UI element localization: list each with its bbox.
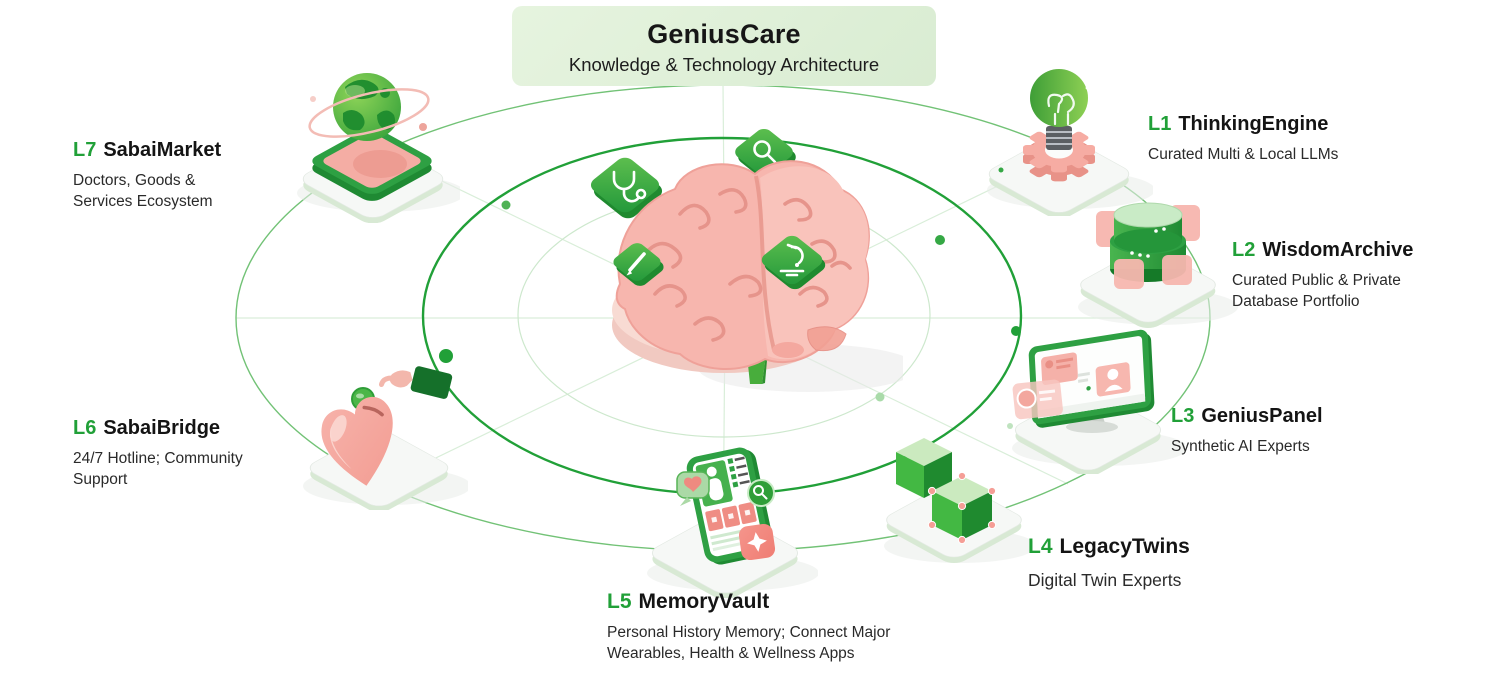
diagram-title: GeniusCare [647, 19, 801, 49]
search-badge-icon [747, 479, 775, 507]
pencil-tile [613, 243, 664, 286]
orbit-ring-pink [308, 88, 430, 138]
title-card: GeniusCare Knowledge & Technology Archit… [512, 6, 936, 86]
cube-bottom [927, 471, 997, 545]
layer-id: L2 [1232, 239, 1256, 261]
brain-illustration [615, 160, 870, 370]
label-l2: L2 WisdomArchive Curated Public & Private… [1232, 239, 1432, 313]
diagram-subtitle: Knowledge & Technology Architecture [568, 54, 880, 75]
layer-name: SabaiBridge [103, 417, 221, 439]
digital-twin-cubes-icon [868, 428, 1033, 578]
label-l7: L7 SabaiMarket Doctors, Goods & Services … [73, 139, 243, 213]
layer-description: Digital Twin Experts [1028, 570, 1182, 590]
layer-id: L5 [607, 590, 632, 613]
layer-id: L7 [73, 139, 97, 161]
lightbulb-gear-icon [983, 48, 1153, 216]
layer-title: L2 WisdomArchive [1232, 239, 1432, 262]
layer-description: Personal History Memory; Connect Major W… [607, 624, 891, 662]
medical-star-badge-icon [738, 523, 776, 561]
layer-title: L6 SabaiBridge [73, 417, 243, 440]
cube-top [896, 438, 952, 498]
layer-title: L5 MemoryVault [607, 590, 932, 614]
layer-name: LegacyTwins [1059, 535, 1190, 558]
layer-name: GeniusPanel [1201, 405, 1323, 427]
layer-title: L1 ThinkingEngine [1148, 113, 1338, 136]
orbit-dots [439, 200, 1021, 402]
layer-id: L4 [1028, 535, 1053, 558]
layer-description: Curated Public & Private Database Portfo… [1232, 272, 1401, 310]
green-bulb [1030, 69, 1088, 127]
layer-name: ThinkingEngine [1178, 113, 1329, 135]
database-icon [1068, 185, 1238, 335]
label-l5: L5 MemoryVault Personal History Memory; C… [607, 590, 932, 665]
label-l4: L4 LegacyTwins Digital Twin Experts [1028, 535, 1190, 592]
layer-title: L3 GeniusPanel [1171, 405, 1323, 428]
layer-name: MemoryVault [638, 590, 770, 613]
layer-title: L7 SabaiMarket [73, 139, 243, 162]
heart-donation-icon [293, 352, 468, 510]
layer-name: WisdomArchive [1262, 239, 1414, 261]
layer-id: L3 [1171, 405, 1195, 427]
layer-description: Curated Multi & Local LLMs [1148, 146, 1339, 163]
pencil-icon [626, 252, 646, 276]
floating-expert-card [1012, 379, 1063, 420]
label-l1: L1 ThinkingEngine Curated Multi & Local L… [1148, 113, 1338, 166]
donation-heart [321, 396, 393, 486]
health-app-phone [686, 447, 774, 565]
stethoscope-icon [612, 170, 647, 203]
layer-name: SabaiMarket [103, 139, 222, 161]
globe-phone-icon [285, 55, 460, 223]
layer-description: Doctors, Goods & Services Ecosystem [73, 172, 213, 210]
layer-id: L1 [1148, 113, 1172, 135]
brain-center-illustration [558, 118, 903, 426]
microscope-icon [779, 243, 805, 277]
giving-hand [378, 366, 453, 399]
sparkle [1082, 71, 1103, 91]
layer-description: 24/7 Hotline; Community Support [73, 450, 243, 488]
layer-title: L4 LegacyTwins [1028, 535, 1190, 559]
monitor-ai-experts-icon [1000, 322, 1185, 474]
phone-on-tile [312, 128, 432, 201]
heart-chat-bubble-icon [676, 471, 710, 506]
layer-id: L6 [73, 417, 97, 439]
layer-description: Synthetic AI Experts [1171, 438, 1310, 455]
health-phone-icon [633, 443, 818, 598]
magnifier-icon [753, 140, 777, 164]
monitor [1028, 329, 1155, 428]
stethoscope-tile [590, 157, 663, 219]
microscope-tile [761, 235, 826, 290]
pink-brackets-front [1114, 255, 1192, 289]
label-l6: L6 SabaiBridge 24/7 Hotline; Community Su… [73, 417, 243, 491]
label-l3: L3 GeniusPanel Synthetic AI Experts [1171, 405, 1323, 458]
